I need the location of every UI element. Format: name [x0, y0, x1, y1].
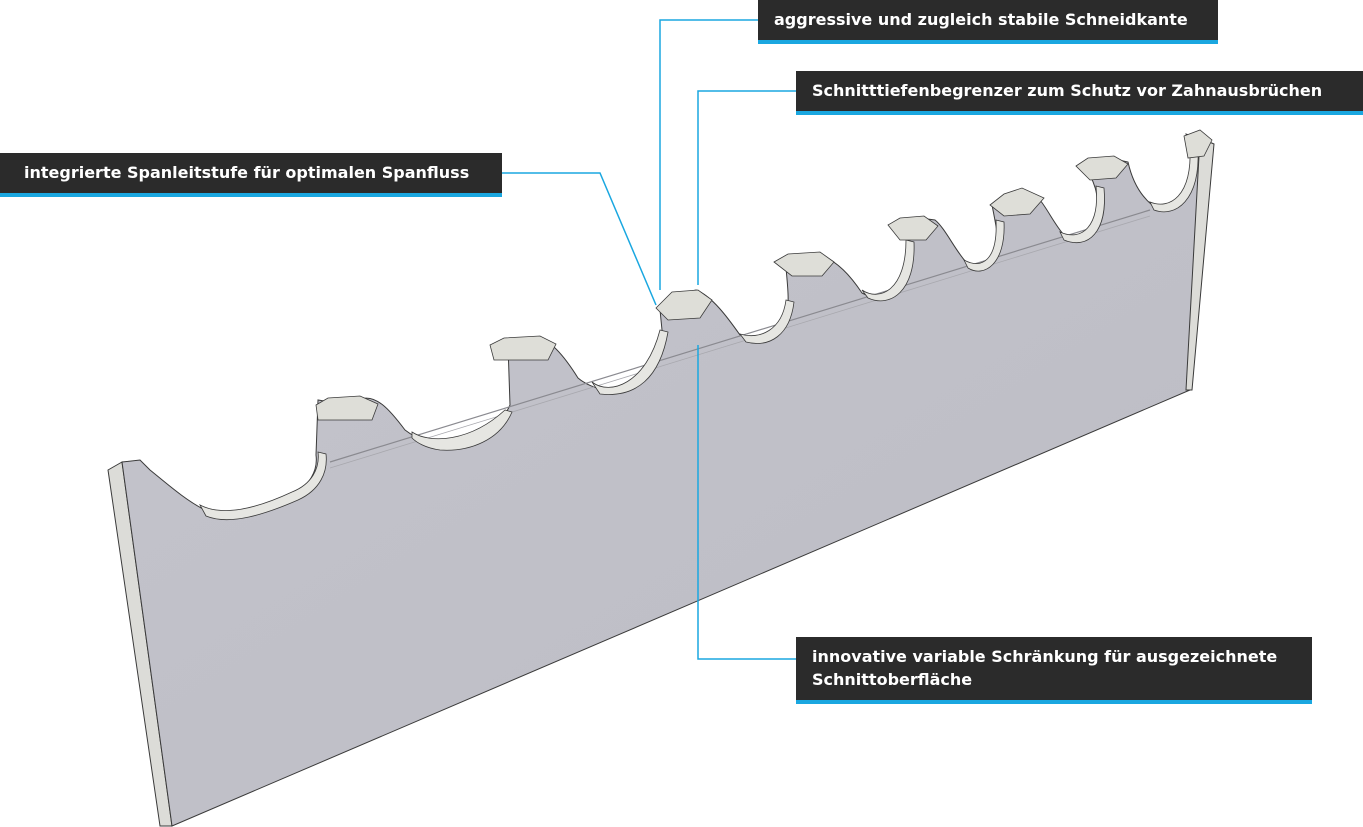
callout-variable-set-line1: innovative variable Schränkung für ausge…	[812, 647, 1278, 666]
leader-chip-step	[502, 172, 657, 306]
blade-face	[121, 133, 1213, 827]
chamfer-line-lower	[329, 215, 1151, 469]
leader-lines	[502, 19, 796, 660]
leader-depth-limiter	[697, 90, 796, 285]
tooth-tips	[315, 129, 1213, 421]
gullet-surfaces	[199, 147, 1199, 520]
callout-depth-limiter-text: Schnitttiefenbegrenzer zum Schutz vor Za…	[812, 81, 1323, 100]
callout-chip-step: integrierte Spanleitstufe für optimalen …	[0, 153, 502, 197]
callout-chip-step-text: integrierte Spanleitstufe für optimalen …	[24, 163, 470, 182]
callout-depth-limiter: Schnitttiefenbegrenzer zum Schutz vor Za…	[796, 71, 1363, 115]
leader-cutting-edge	[659, 19, 758, 290]
callout-variable-set: innovative variable Schränkung für ausge…	[796, 637, 1312, 704]
chamfer-line	[329, 209, 1151, 463]
callout-cutting-edge-text: aggressive und zugleich stabile Schneidk…	[774, 10, 1188, 29]
callout-cutting-edge: aggressive und zugleich stabile Schneidk…	[758, 0, 1218, 44]
leader-variable-set	[697, 345, 796, 660]
callout-variable-set-line2: Schnittoberfläche	[812, 670, 973, 689]
